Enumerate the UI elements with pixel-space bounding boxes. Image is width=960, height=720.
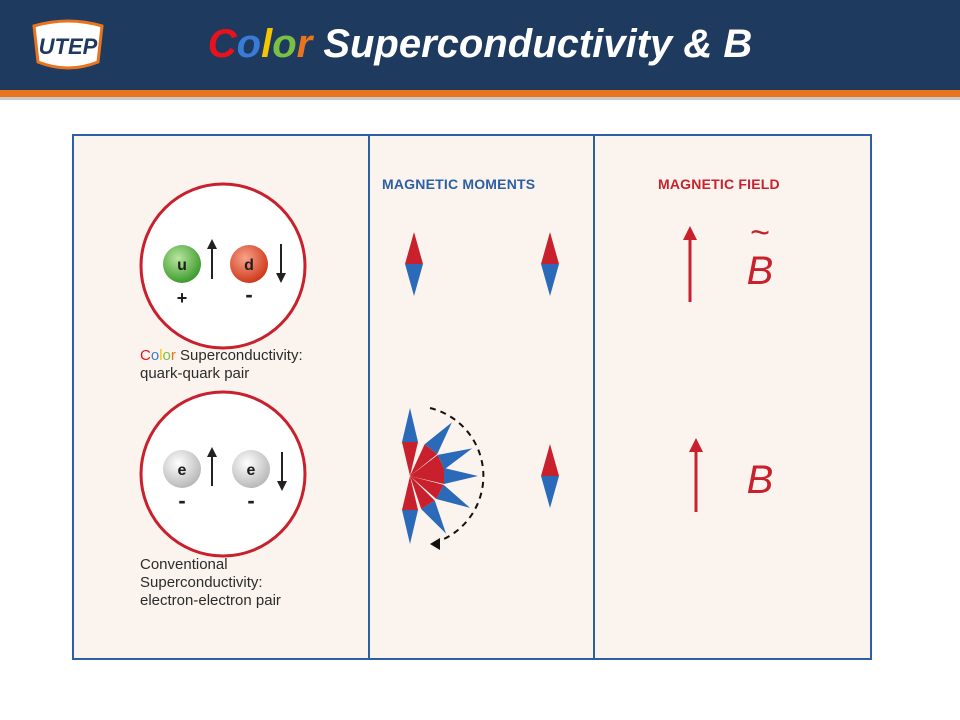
- charge-minus-d: -: [245, 282, 252, 307]
- spin-down-arrowhead-e2: [277, 481, 287, 491]
- quark-d-ball: [230, 245, 268, 283]
- electron-caption-line1: Conventional: [140, 556, 228, 573]
- field-arrowhead-bottom: [689, 438, 703, 452]
- title-letter-l: l: [261, 22, 273, 66]
- pair-diagrams: u d + - e e - -: [139, 182, 307, 558]
- caption-line1-rest: Superconductivity:: [175, 347, 303, 364]
- electron-2-ball: [232, 450, 270, 488]
- quark-u-ball: [163, 245, 201, 283]
- quark-u-label: u: [177, 257, 187, 274]
- moment-top-right: [541, 232, 559, 296]
- title-letter-o1: o: [236, 22, 262, 66]
- electron-caption-line3: electron-electron pair: [140, 592, 281, 609]
- magnetic-moments-heading: MAGNETIC MOMENTS: [382, 176, 536, 192]
- electron-2-label: e: [247, 462, 256, 479]
- field-arrowhead-top: [683, 226, 697, 240]
- field-label: B: [747, 458, 774, 502]
- charge-minus-e1: -: [178, 488, 185, 513]
- caption-letter-r: r: [170, 347, 176, 364]
- spin-up-arrowhead-e1: [207, 447, 217, 457]
- caption-letter-c: C: [140, 347, 151, 364]
- column-divider-2: [593, 136, 595, 658]
- caption-letter-o1: o: [150, 347, 160, 364]
- spin-down-arrowhead-d: [276, 273, 286, 283]
- logo-text: UTEP: [39, 34, 98, 59]
- electron-pair-circle: [139, 390, 307, 558]
- charge-plus: +: [177, 288, 188, 308]
- title-letter-c: C: [207, 22, 237, 66]
- diagram-frame: MAGNETIC MOMENTS MAGNETIC FIELD u d + -: [72, 134, 872, 660]
- quark-pair-caption-line1: Color Superconductivity:: [140, 347, 303, 365]
- title-letter-r: r: [296, 22, 313, 66]
- moment-precessing-fan: [402, 407, 485, 550]
- charge-minus-e2: -: [247, 488, 254, 513]
- caption-letter-l: l: [159, 347, 163, 364]
- magnetic-moments-diagram: [402, 232, 559, 550]
- moment-bottom-right: [541, 444, 559, 508]
- rotated-field-label: B: [747, 249, 774, 293]
- header-stripe: [0, 90, 960, 97]
- electron-1-label: e: [178, 462, 187, 479]
- quark-d-label: d: [244, 257, 254, 274]
- electron-caption-line2: Superconductivity:: [140, 574, 263, 591]
- header-bar: [0, 0, 960, 90]
- quark-pair-circle: [139, 182, 307, 350]
- magnetic-field-heading: MAGNETIC FIELD: [658, 176, 780, 192]
- header-shadow: [0, 97, 960, 100]
- title-letter-o2: o: [272, 22, 297, 66]
- spin-up-arrowhead-u: [207, 239, 217, 249]
- moment-top-left: [405, 232, 423, 296]
- column-divider-1: [368, 136, 370, 658]
- field-tilde: ~: [750, 214, 770, 252]
- utep-logo: UTEP: [32, 19, 104, 70]
- magnetic-field-diagram: ~ B B: [683, 214, 774, 512]
- electron-1-ball: [163, 450, 201, 488]
- title-rest: Superconductivity & B: [312, 22, 753, 66]
- page-title: Color Superconductivity & B: [0, 24, 960, 64]
- electron-pair-caption: Conventional Superconductivity: electron…: [140, 556, 281, 610]
- quark-pair-caption: Color Superconductivity: quark-quark pai…: [140, 347, 303, 383]
- caption-letter-o2: o: [162, 347, 171, 364]
- quark-pair-caption-line2: quark-quark pair: [140, 365, 250, 382]
